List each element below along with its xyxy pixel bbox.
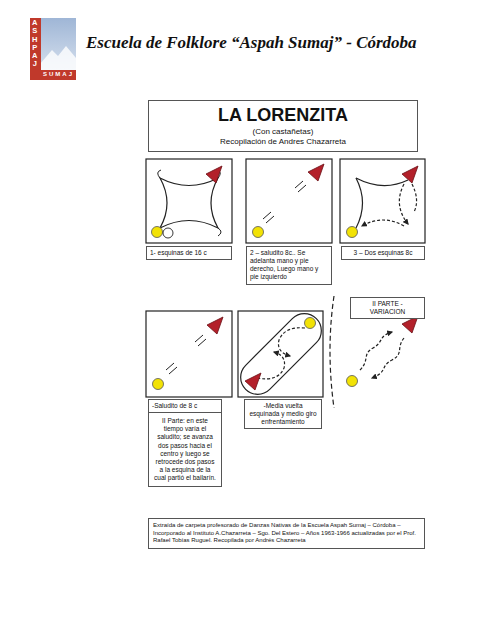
caption-box: 3 – Dos esquinas 8c bbox=[341, 246, 425, 260]
part-divider bbox=[330, 296, 334, 408]
node-heading: 2 – saludito 8c.. Se adelanta mano y pie… bbox=[250, 249, 328, 282]
node-heading: II PARTE - VARIACION bbox=[354, 300, 421, 316]
section-box: II PARTE - VARIACION bbox=[350, 297, 425, 319]
node-heading: Extraída de carpeta profesorado de Danza… bbox=[153, 522, 420, 545]
caption-box: -Media vuelta esquinada y medio giro enf… bbox=[244, 399, 322, 429]
caption-box: 2 – saludito 8c.. Se adelanta mano y pie… bbox=[246, 246, 332, 285]
logo-word: SUMAJ bbox=[43, 71, 74, 78]
dance-square bbox=[146, 159, 232, 243]
node-heading: 3 – Dos esquinas 8c bbox=[345, 249, 421, 257]
dance-square bbox=[340, 159, 425, 243]
school-logo bbox=[30, 18, 76, 80]
page-title: Escuela de Folklore “Aspah Sumaj” - Córd… bbox=[86, 33, 417, 53]
node-text: Recopilación de Andres Chazarreta bbox=[155, 137, 411, 147]
note-box: II Parte: en este tiempo varía el saludi… bbox=[148, 412, 222, 487]
node-heading: -Saludito de 8 c bbox=[152, 402, 218, 410]
dance-square bbox=[234, 307, 329, 402]
node-heading: 1- esquinas de 16 c bbox=[150, 249, 228, 257]
node-heading: LA LORENZITA bbox=[155, 104, 411, 127]
dance-square bbox=[146, 311, 232, 397]
dance-square bbox=[246, 159, 332, 243]
node-text: (Con castañetas) bbox=[155, 127, 411, 137]
caption-box: -Saludito de 8 c bbox=[148, 399, 222, 413]
caption-box: 1- esquinas de 16 c bbox=[146, 246, 232, 260]
dance-figure bbox=[347, 316, 419, 387]
source-box: Extraída de carpeta profesorado de Danza… bbox=[148, 518, 425, 549]
node-heading: -Media vuelta esquinada y medio giro enf… bbox=[248, 402, 318, 426]
logo-letters: ASHPAJ bbox=[31, 19, 39, 69]
title-box: LA LORENZITA(Con castañetas)Recopilación… bbox=[148, 100, 418, 152]
node-heading: II Parte: en este tiempo varía el saludi… bbox=[154, 417, 216, 482]
